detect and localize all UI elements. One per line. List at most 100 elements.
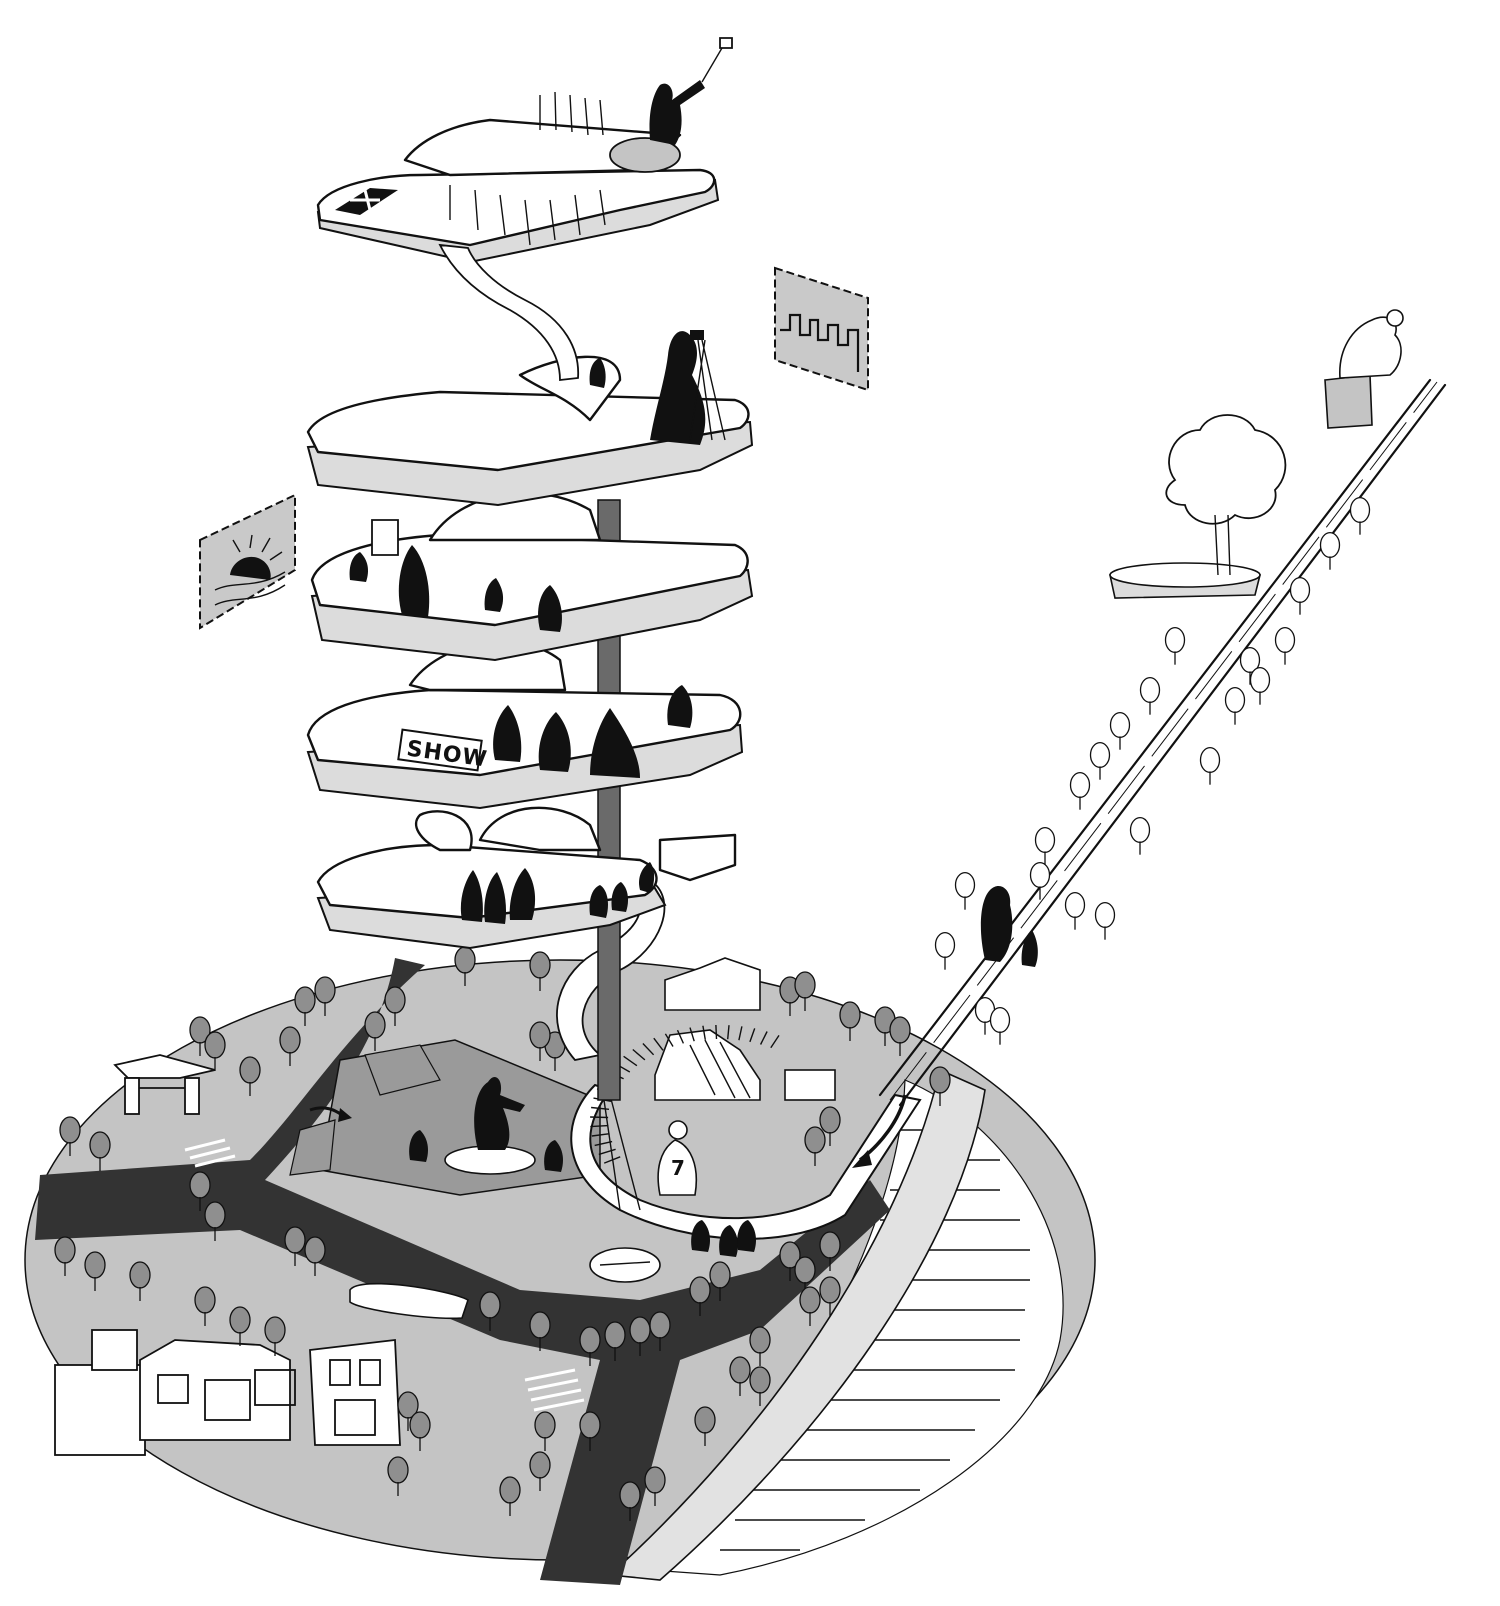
stair-rung — [590, 1124, 609, 1128]
plaza-figures — [409, 1130, 756, 1257]
tree-icon — [889, 1016, 911, 1056]
camera-icon — [719, 37, 733, 49]
pergola — [449, 91, 606, 246]
stair-rung — [591, 1106, 610, 1110]
tree-icon — [204, 1031, 226, 1071]
tree-icon — [89, 1131, 111, 1171]
tree-icon — [397, 1391, 419, 1431]
tree-icon — [799, 1286, 821, 1326]
stair-rung — [759, 1031, 768, 1045]
show-sign — [397, 728, 483, 772]
tree-icon — [819, 1276, 841, 1316]
tree-icon — [189, 1016, 211, 1056]
tree-icon — [529, 1451, 551, 1491]
floor-4-figures — [589, 330, 726, 445]
route-figures — [980, 885, 1038, 967]
stair-rung — [603, 1156, 621, 1164]
tree-icon — [454, 946, 476, 986]
tree-icon — [794, 1256, 816, 1296]
stair-rung — [598, 1148, 616, 1156]
tree-icon — [229, 1306, 251, 1346]
tree-icon — [529, 1021, 551, 1061]
tree-icon — [1139, 677, 1161, 715]
jersey-figure: 7 — [657, 1120, 698, 1196]
tree-icon — [384, 986, 406, 1026]
tree-icon — [529, 1311, 551, 1351]
sunrise-frame — [199, 493, 296, 630]
tree-icon — [729, 1356, 751, 1396]
thinker-statue-icon — [1339, 316, 1402, 379]
stair-rung — [727, 1025, 730, 1040]
sunrise-icon — [214, 534, 286, 606]
tree-icon — [534, 1411, 556, 1451]
tree-icon — [579, 1411, 601, 1451]
tree-icon — [284, 1226, 306, 1266]
tree-icon — [649, 1311, 671, 1351]
round-fountain — [589, 1247, 661, 1283]
tree-icon — [1289, 577, 1311, 615]
arrow-icon — [309, 1094, 907, 1168]
tree-icon — [1249, 667, 1271, 705]
stair-rung — [702, 1025, 706, 1040]
tree-icon — [1034, 827, 1056, 865]
tree-icon — [204, 1201, 226, 1241]
planter-bench — [349, 1282, 469, 1320]
tree-icon — [1165, 414, 1287, 525]
tree-icon — [1319, 532, 1341, 570]
city-skyline-frame — [774, 266, 869, 392]
buildings-street — [54, 1329, 401, 1456]
stair-rung — [664, 1033, 674, 1047]
tree-icon — [819, 1231, 841, 1271]
floor-3 — [310, 492, 754, 662]
stair-rung — [715, 1024, 718, 1040]
tree-icon — [749, 1366, 771, 1406]
tree-icon — [839, 1001, 861, 1041]
sculpture-figure — [474, 1077, 525, 1150]
tree-icon — [194, 1286, 216, 1326]
tree-icon — [294, 986, 316, 1026]
tree-icon — [314, 976, 336, 1016]
stair-rung — [623, 1055, 638, 1067]
stadium-buildings — [654, 957, 836, 1101]
tree-icon — [529, 951, 551, 991]
tree-icon — [189, 1171, 211, 1211]
tree-icon — [804, 1126, 826, 1166]
round-pool — [609, 137, 681, 173]
thinker-statue — [1324, 309, 1404, 429]
floor-3-figures — [349, 519, 562, 632]
tree-icon — [974, 997, 996, 1035]
roof-deck — [316, 37, 733, 382]
tree-icon — [409, 1411, 431, 1451]
tree-icon — [694, 1406, 716, 1446]
ground-trees — [54, 946, 951, 1521]
tree-icon — [1089, 742, 1111, 780]
tree-icon — [304, 1236, 326, 1276]
tree-icon — [1349, 496, 1371, 535]
central-column — [597, 499, 621, 1101]
tree-icon — [629, 1316, 651, 1356]
tree-icon — [749, 1326, 771, 1366]
tree-icon — [604, 1321, 626, 1361]
tree-icon — [499, 1476, 521, 1516]
stair-rung — [594, 1140, 613, 1147]
floor-1 — [316, 806, 667, 950]
tree-icon — [279, 1026, 301, 1066]
stair-rung — [642, 1043, 655, 1056]
tree-icon — [689, 1276, 711, 1316]
tree-icon — [1069, 772, 1091, 810]
tree-icon — [779, 1241, 801, 1281]
tree-icon — [1224, 687, 1246, 725]
floor-1-figures — [460, 862, 655, 924]
tree-icon — [709, 1261, 731, 1301]
tree-icon — [387, 1456, 409, 1496]
easel — [371, 519, 399, 556]
tree-icon — [819, 1106, 841, 1146]
tree-icon — [934, 932, 956, 970]
crosswalk-2 — [524, 1368, 585, 1412]
stair-rung — [738, 1026, 743, 1041]
tree-icon — [1164, 627, 1186, 665]
stair-rung — [749, 1028, 756, 1043]
route-trees — [934, 496, 1371, 1045]
stair-rung — [770, 1035, 780, 1049]
